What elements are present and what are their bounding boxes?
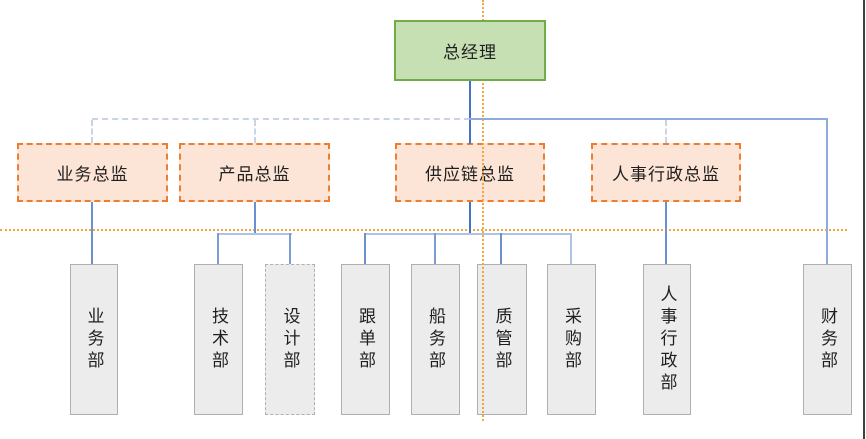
vertical-guide-line: [482, 0, 484, 421]
connector-drop-design-dept: [289, 233, 291, 264]
org-node-quality-dept[interactable]: 质管部: [477, 264, 527, 415]
connector-drop-product-director: [254, 120, 256, 143]
org-node-finance-dept[interactable]: 财务部: [803, 264, 852, 415]
connector-drop-purchasing-dept: [570, 233, 572, 264]
org-node-product-director[interactable]: 产品总监: [179, 143, 330, 202]
horizontal-guide-line: [0, 229, 847, 231]
org-node-label: 人事行政部: [657, 284, 677, 395]
org-node-label: 质管部: [492, 306, 512, 373]
org-node-label: 业务总监: [56, 165, 129, 184]
connector-top-rail-dashed: [92, 118, 470, 120]
connector-drop-order-dept: [364, 233, 366, 264]
org-node-label: 技术部: [209, 306, 228, 373]
connector-drop-finance-dept: [826, 118, 828, 264]
connector-top-rail-solid: [469, 118, 828, 120]
org-node-order-dept[interactable]: 跟单部: [341, 264, 390, 415]
org-node-label: 采购部: [562, 306, 581, 373]
connector-drop-quality-dept: [500, 233, 502, 264]
connector-product-rail: [218, 233, 292, 235]
org-node-label: 人事行政总监: [612, 165, 720, 184]
screen-edge-line: [863, 0, 865, 439]
org-node-hr-admin-director[interactable]: 人事行政总监: [591, 143, 741, 202]
org-node-supply-chain-director[interactable]: 供应链总监: [395, 143, 545, 202]
connector-root-stem: [469, 81, 471, 144]
connector-drop-hr-director: [665, 120, 667, 143]
org-node-business-director[interactable]: 业务总监: [17, 143, 168, 202]
connector-drop-shipping-dept: [434, 233, 436, 264]
connector-supply-stem: [469, 202, 471, 234]
org-node-general-manager[interactable]: 总经理: [394, 20, 546, 81]
org-node-business-dept[interactable]: 业务部: [70, 264, 118, 415]
org-node-label: 跟单部: [356, 306, 375, 373]
org-node-design-dept[interactable]: 设计部: [265, 264, 315, 415]
org-node-purchasing-dept[interactable]: 采购部: [547, 264, 596, 415]
connector-product-stem: [254, 202, 256, 234]
org-node-label: 总经理: [443, 43, 497, 62]
connector-drop-tech-dept: [217, 233, 219, 264]
connector-hr-stem: [665, 202, 667, 264]
org-node-label: 设计部: [280, 306, 300, 373]
org-node-label: 业务部: [84, 306, 104, 373]
org-node-label: 财务部: [818, 306, 837, 373]
connector-business-stem: [91, 202, 93, 264]
org-node-shipping-dept[interactable]: 船务部: [411, 264, 460, 415]
org-node-label: 供应链总监: [425, 165, 515, 184]
org-node-label: 船务部: [426, 306, 445, 373]
connector-supply-rail: [365, 233, 572, 235]
connector-drop-business-director: [91, 120, 93, 143]
org-node-hr-admin-dept[interactable]: 人事行政部: [643, 264, 691, 415]
org-node-tech-dept[interactable]: 技术部: [194, 264, 243, 415]
org-node-label: 产品总监: [218, 165, 291, 184]
